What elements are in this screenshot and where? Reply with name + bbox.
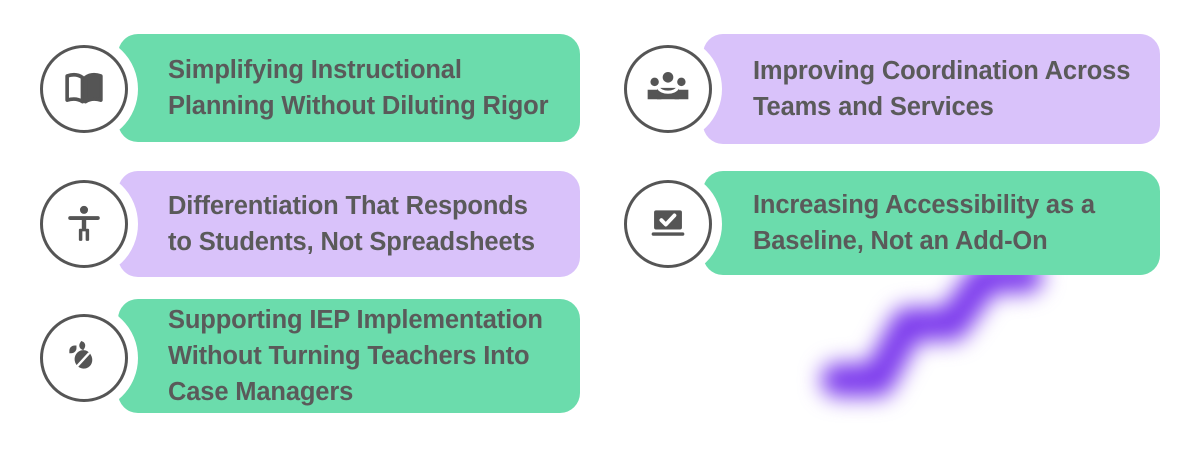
laptop-check-icon bbox=[646, 202, 690, 246]
card-label: Differentiation That Responds to Student… bbox=[168, 191, 535, 256]
icon-circle[interactable] bbox=[40, 45, 128, 133]
card-pill[interactable]: Improving Coordination Across Teams and … bbox=[703, 34, 1160, 144]
blurred-purple-zigzag-decoration bbox=[821, 262, 1043, 397]
icon-circle[interactable] bbox=[40, 180, 128, 268]
card-pill[interactable]: Supporting IEP Implementation Without Tu… bbox=[118, 299, 580, 413]
card-pill[interactable]: Simplifying Instructional Planning Witho… bbox=[118, 34, 580, 142]
card-pill[interactable]: Increasing Accessibility as a Baseline, … bbox=[703, 171, 1160, 275]
icon-circle[interactable] bbox=[624, 180, 712, 268]
card-pill[interactable]: Differentiation That Responds to Student… bbox=[118, 171, 580, 277]
icon-circle[interactable] bbox=[40, 314, 128, 402]
accessibility-person-icon bbox=[62, 202, 106, 246]
leaves-icon bbox=[62, 336, 106, 380]
card-label: Improving Coordination Across Teams and … bbox=[753, 56, 1131, 121]
icon-circle[interactable] bbox=[624, 45, 712, 133]
card-label: Supporting IEP Implementation Without Tu… bbox=[168, 305, 543, 407]
open-book-icon bbox=[61, 66, 107, 112]
card-label: Simplifying Instructional Planning Witho… bbox=[168, 55, 549, 120]
people-group-icon bbox=[646, 67, 690, 111]
card-label: Increasing Accessibility as a Baseline, … bbox=[753, 190, 1095, 255]
